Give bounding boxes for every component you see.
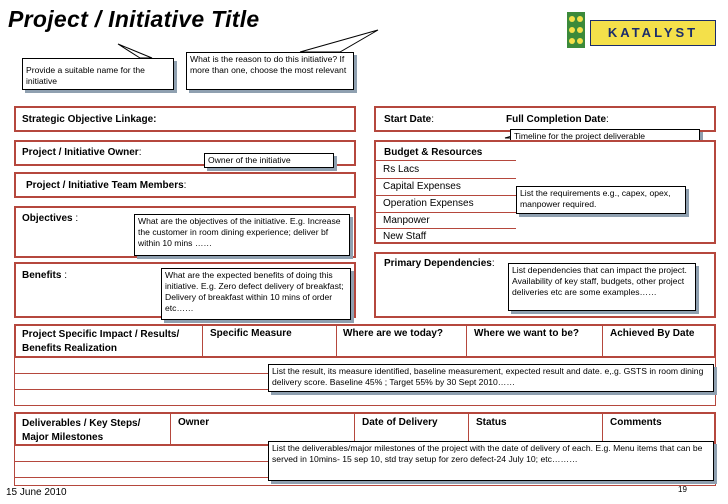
katalyst-logo: KATALYST bbox=[566, 10, 716, 50]
team-members-label: Project / Initiative Team Members: bbox=[26, 180, 187, 191]
benefits-label: Benefits : bbox=[22, 270, 68, 281]
measures-callout: List the result, its measure identified,… bbox=[268, 364, 714, 392]
strategic-objective-label: Strategic Objective Linkage: bbox=[22, 114, 157, 125]
objectives-callout: What are the objectives of the initiativ… bbox=[134, 214, 350, 256]
objectives-label: Objectives : bbox=[22, 213, 79, 224]
reason-callout: What is the reason to do this initiative… bbox=[186, 52, 354, 90]
dependencies-label: Primary Dependencies: bbox=[384, 258, 495, 269]
strategic-objective-box[interactable]: Strategic Objective Linkage: bbox=[14, 106, 356, 132]
deliverables-header-cell: Deliverables / Key Steps/ Major Mileston… bbox=[22, 418, 141, 443]
table-row[interactable] bbox=[14, 478, 716, 486]
budget-divider bbox=[376, 160, 516, 161]
budget-divider bbox=[376, 228, 516, 229]
impact-header-cell: Achieved By Date bbox=[610, 328, 695, 339]
column-divider bbox=[170, 412, 171, 446]
column-divider bbox=[602, 324, 603, 358]
deliverables-callout: List the deliverables/major milestones o… bbox=[268, 441, 714, 481]
budget-item: New Staff bbox=[383, 231, 427, 242]
column-divider bbox=[602, 412, 603, 446]
column-divider bbox=[468, 412, 469, 446]
benefits-callout: What are the expected benefits of doing … bbox=[161, 268, 351, 320]
budget-item: Operation Expenses bbox=[383, 198, 474, 209]
column-divider bbox=[336, 324, 337, 358]
impact-header-cell: Project Specific Impact / Results/ Benef… bbox=[22, 329, 180, 354]
impact-header-cell: Specific Measure bbox=[210, 328, 292, 339]
name-callout: Provide a suitable name for the initiati… bbox=[22, 58, 174, 90]
budget-item: Rs Lacs bbox=[383, 164, 420, 175]
logo-mark-icon bbox=[567, 12, 585, 48]
budget-divider bbox=[376, 212, 516, 213]
column-divider bbox=[466, 324, 467, 358]
column-divider bbox=[202, 324, 203, 358]
budget-divider bbox=[376, 195, 516, 196]
logo-text: KATALYST bbox=[590, 20, 716, 46]
impact-header-cell: Where are we today? bbox=[343, 328, 444, 339]
deliverables-header-cell: Owner bbox=[178, 417, 210, 428]
page-title: Project / Initiative Title bbox=[8, 6, 260, 32]
dependencies-callout: List dependencies that can impact the pr… bbox=[508, 263, 696, 311]
dates-box[interactable]: Start Date: Full Completion Date: bbox=[374, 106, 716, 132]
page-number: 19 bbox=[678, 485, 687, 494]
requirements-callout: List the requirements e.g., capex, opex,… bbox=[516, 186, 686, 214]
team-members-box[interactable]: Project / Initiative Team Members: bbox=[14, 172, 356, 198]
owner-label: Project / Initiative Owner: bbox=[22, 147, 142, 158]
start-date-label: Start Date: bbox=[384, 114, 435, 125]
owner-callout: Owner of the initiative bbox=[204, 153, 334, 168]
column-divider bbox=[354, 412, 355, 446]
deliverables-header-cell: Comments bbox=[610, 417, 662, 428]
table-row[interactable] bbox=[14, 390, 716, 406]
impact-header-cell: Where we want to be? bbox=[474, 328, 580, 339]
budget-divider bbox=[376, 178, 516, 179]
budget-item: Capital Expenses bbox=[383, 181, 461, 192]
completion-date-label: Full Completion Date: bbox=[506, 114, 609, 125]
deliverables-header-cell: Status bbox=[476, 417, 507, 428]
impact-table-header bbox=[14, 324, 716, 358]
deliverables-header-cell: Date of Delivery bbox=[362, 417, 438, 428]
budget-item: Manpower bbox=[383, 215, 430, 226]
budget-label: Budget & Resources bbox=[384, 147, 483, 158]
footer-date: 15 June 2010 bbox=[6, 487, 67, 498]
